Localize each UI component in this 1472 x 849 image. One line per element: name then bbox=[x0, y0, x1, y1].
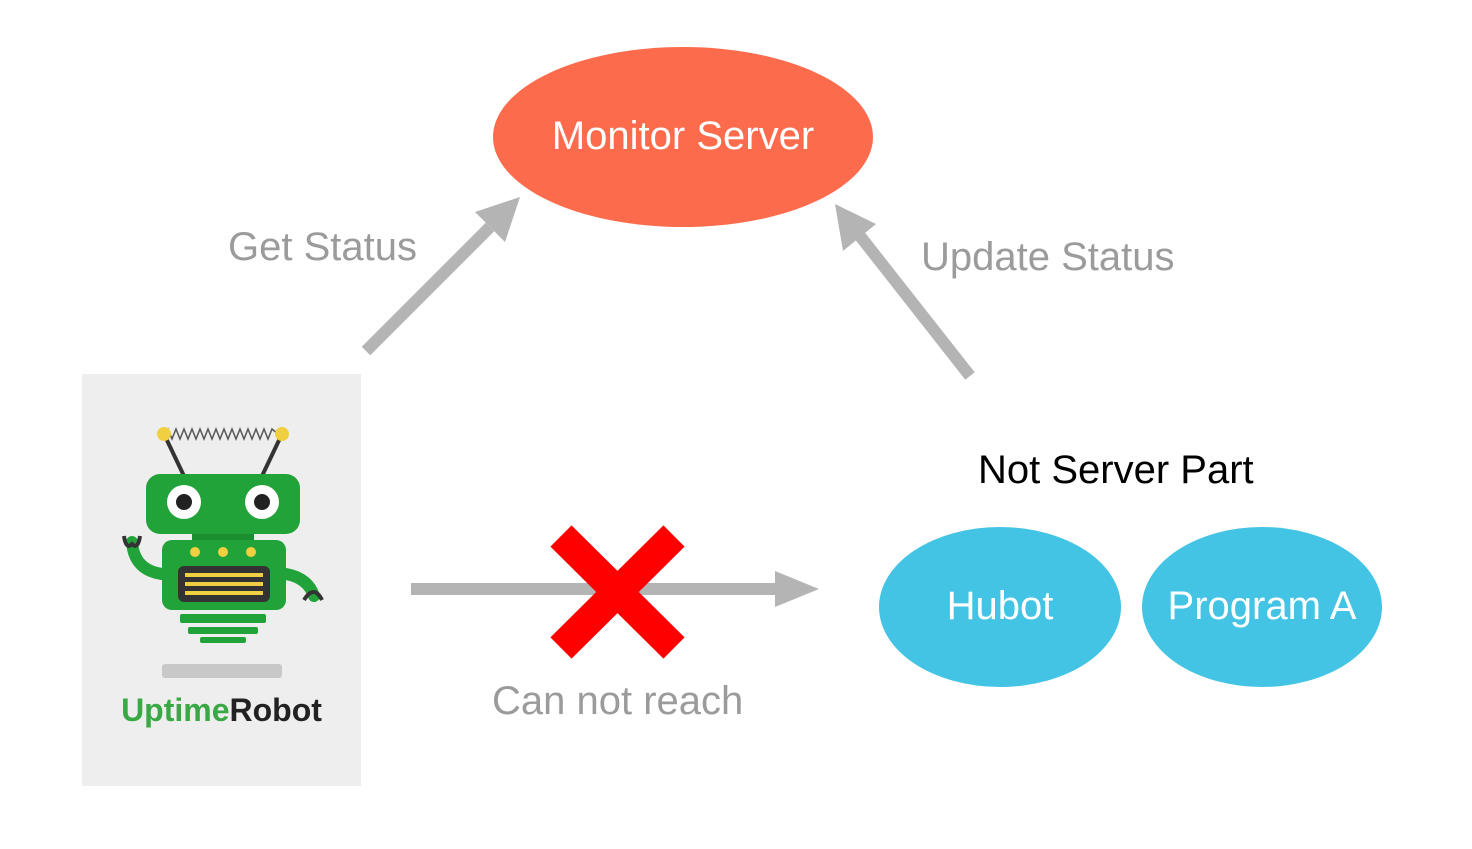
program-a-node bbox=[1142, 527, 1382, 687]
get-status-arrow bbox=[361, 197, 520, 356]
update-status-arrow bbox=[835, 204, 975, 380]
hubot-node bbox=[879, 527, 1121, 687]
logo-part-2: Robot bbox=[229, 692, 322, 728]
program-a-label: Program A bbox=[1167, 584, 1357, 628]
not-server-part-label: Not Server Part bbox=[978, 448, 1254, 492]
update-status-label: Update Status bbox=[921, 235, 1175, 279]
monitor-server-label: Monitor Server bbox=[551, 114, 815, 158]
hubot-label: Hubot bbox=[946, 584, 1054, 628]
robot-icon bbox=[122, 426, 324, 678]
logo-part-1: Uptime bbox=[121, 692, 230, 728]
can-not-reach-label: Can not reach bbox=[492, 679, 744, 723]
get-status-label: Get Status bbox=[228, 225, 417, 269]
uptimerobot-wordmark: UptimeRobot bbox=[82, 692, 361, 729]
blocked-cross-icon bbox=[550, 525, 685, 659]
uptimerobot-logo: UptimeRobot bbox=[82, 374, 361, 786]
monitor-server-node bbox=[493, 47, 873, 227]
